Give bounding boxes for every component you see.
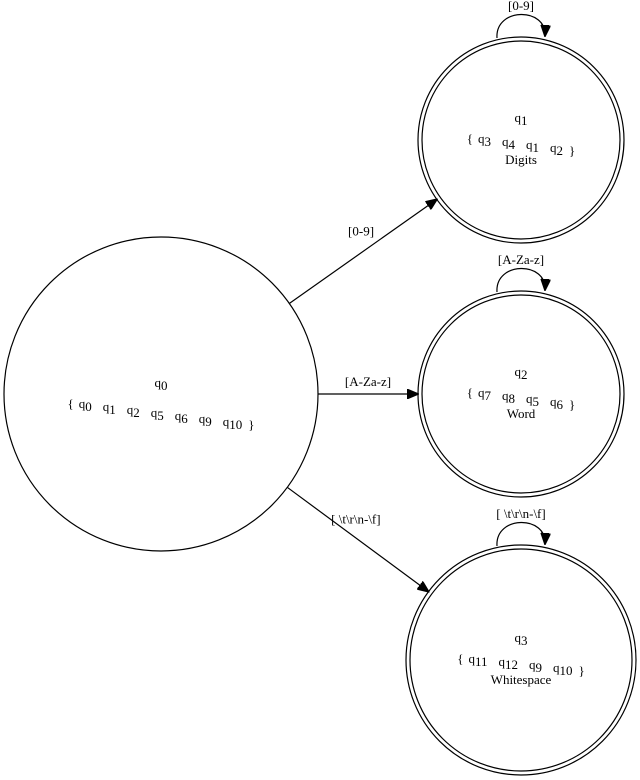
member-subscript: 8 xyxy=(509,391,516,406)
set-close-brace: } xyxy=(579,663,585,678)
set-close-brace: } xyxy=(569,143,575,158)
state-q2-label: q2 xyxy=(515,364,528,382)
state-q3-circle xyxy=(405,544,637,776)
set-open-brace: { xyxy=(467,131,473,146)
member-base: q xyxy=(502,134,509,149)
member-base: q xyxy=(499,654,506,669)
member-subscript: 6 xyxy=(557,397,564,412)
state-q2-accept-ring xyxy=(421,294,621,494)
member-subscript: 9 xyxy=(205,414,212,429)
member-base: q xyxy=(151,405,158,420)
transition-label: [A-Za-z] xyxy=(498,252,544,267)
member-subscript: 11 xyxy=(475,654,488,669)
member-base: q xyxy=(553,660,560,675)
set-open-brace: { xyxy=(68,396,74,411)
member-base: q xyxy=(478,131,485,146)
state-q1-circle xyxy=(417,36,625,244)
self-loop-arrow xyxy=(496,522,545,547)
member-base: q xyxy=(103,399,110,414)
state-q1-label-base: q xyxy=(515,110,522,125)
state-q1-token-name: Digits xyxy=(505,152,537,167)
state-q0-label-base: q xyxy=(155,375,162,390)
member-base: q xyxy=(175,408,182,423)
member-base: q xyxy=(550,394,557,409)
transition-q0-q1: [0-9] xyxy=(288,199,437,304)
member-subscript: 1 xyxy=(109,402,116,417)
set-open-brace: { xyxy=(457,651,463,666)
transition-label: [ \t\r\n-\f] xyxy=(331,511,380,526)
member-subscript: 5 xyxy=(157,408,164,423)
member-base: q xyxy=(502,388,509,403)
member-base: q xyxy=(478,385,485,400)
state-q1-label-subscript: 1 xyxy=(521,113,528,128)
state-q0-label: q0 xyxy=(155,375,168,393)
state-q2-circle xyxy=(417,290,625,498)
state-q2-label-subscript: 2 xyxy=(521,367,528,382)
transition-label: [0-9] xyxy=(508,0,534,13)
member-subscript: 12 xyxy=(505,657,518,672)
set-open-brace: { xyxy=(467,385,473,400)
state-q3-label-subscript: 3 xyxy=(521,633,528,648)
member-base: q xyxy=(127,402,134,417)
member-subscript: 4 xyxy=(509,137,516,152)
transition-arrow xyxy=(286,486,428,591)
member-base: q xyxy=(468,651,475,666)
state-q3-label: q3 xyxy=(515,630,528,648)
transition-q1-q1: [0-9] xyxy=(496,0,545,39)
state-q3-token-name: Whitespace xyxy=(491,672,552,687)
member-base: q xyxy=(79,396,86,411)
set-close-brace: } xyxy=(248,417,254,432)
transition-arrow xyxy=(288,199,437,304)
member-subscript: 10 xyxy=(229,417,242,432)
member-base: q xyxy=(199,411,206,426)
transition-label: [ \t\r\n-\f] xyxy=(496,506,545,521)
member-subscript: 1 xyxy=(533,140,540,155)
member-subscript: 3 xyxy=(485,134,492,149)
set-close-brace: } xyxy=(569,397,575,412)
member-subscript: 7 xyxy=(485,388,492,403)
state-q0-circle xyxy=(3,236,319,552)
transition-label: [0-9] xyxy=(348,223,374,238)
state-q1-accept-ring xyxy=(421,40,621,240)
state-q3-accept-ring xyxy=(409,548,633,772)
member-subscript: 2 xyxy=(133,405,140,420)
state-q0-label-subscript: 0 xyxy=(161,378,168,393)
self-loop-arrow xyxy=(496,14,545,39)
transition-q3-q3: [ \t\r\n-\f] xyxy=(496,506,545,547)
state-q2-token-name: Word xyxy=(507,406,536,421)
state-q3-label-base: q xyxy=(515,630,522,645)
member-subscript: 2 xyxy=(557,143,564,158)
transition-q0-q3: [ \t\r\n-\f] xyxy=(286,486,428,591)
member-subscript: 0 xyxy=(85,399,92,414)
member-subscript: 6 xyxy=(181,411,188,426)
member-base: q xyxy=(526,391,533,406)
member-base: q xyxy=(526,137,533,152)
transition-q0-q2: [A-Za-z] xyxy=(318,374,418,394)
state-q2-label-base: q xyxy=(515,364,522,379)
member-subscript: 10 xyxy=(560,663,573,678)
state-q1-label: q1 xyxy=(515,110,528,128)
self-loop-arrow xyxy=(496,268,545,293)
member-subscript: 5 xyxy=(533,394,540,409)
member-subscript: 9 xyxy=(536,660,543,675)
member-base: q xyxy=(529,657,536,672)
member-base: q xyxy=(550,140,557,155)
transitions: [0-9] [A-Za-z] [ \t\r\n-\f] [0-9] [A-Za-z] [ … xyxy=(286,0,545,592)
transition-q2-q2: [A-Za-z] xyxy=(496,252,545,293)
member-base: q xyxy=(223,414,230,429)
transition-label: [A-Za-z] xyxy=(345,374,391,389)
